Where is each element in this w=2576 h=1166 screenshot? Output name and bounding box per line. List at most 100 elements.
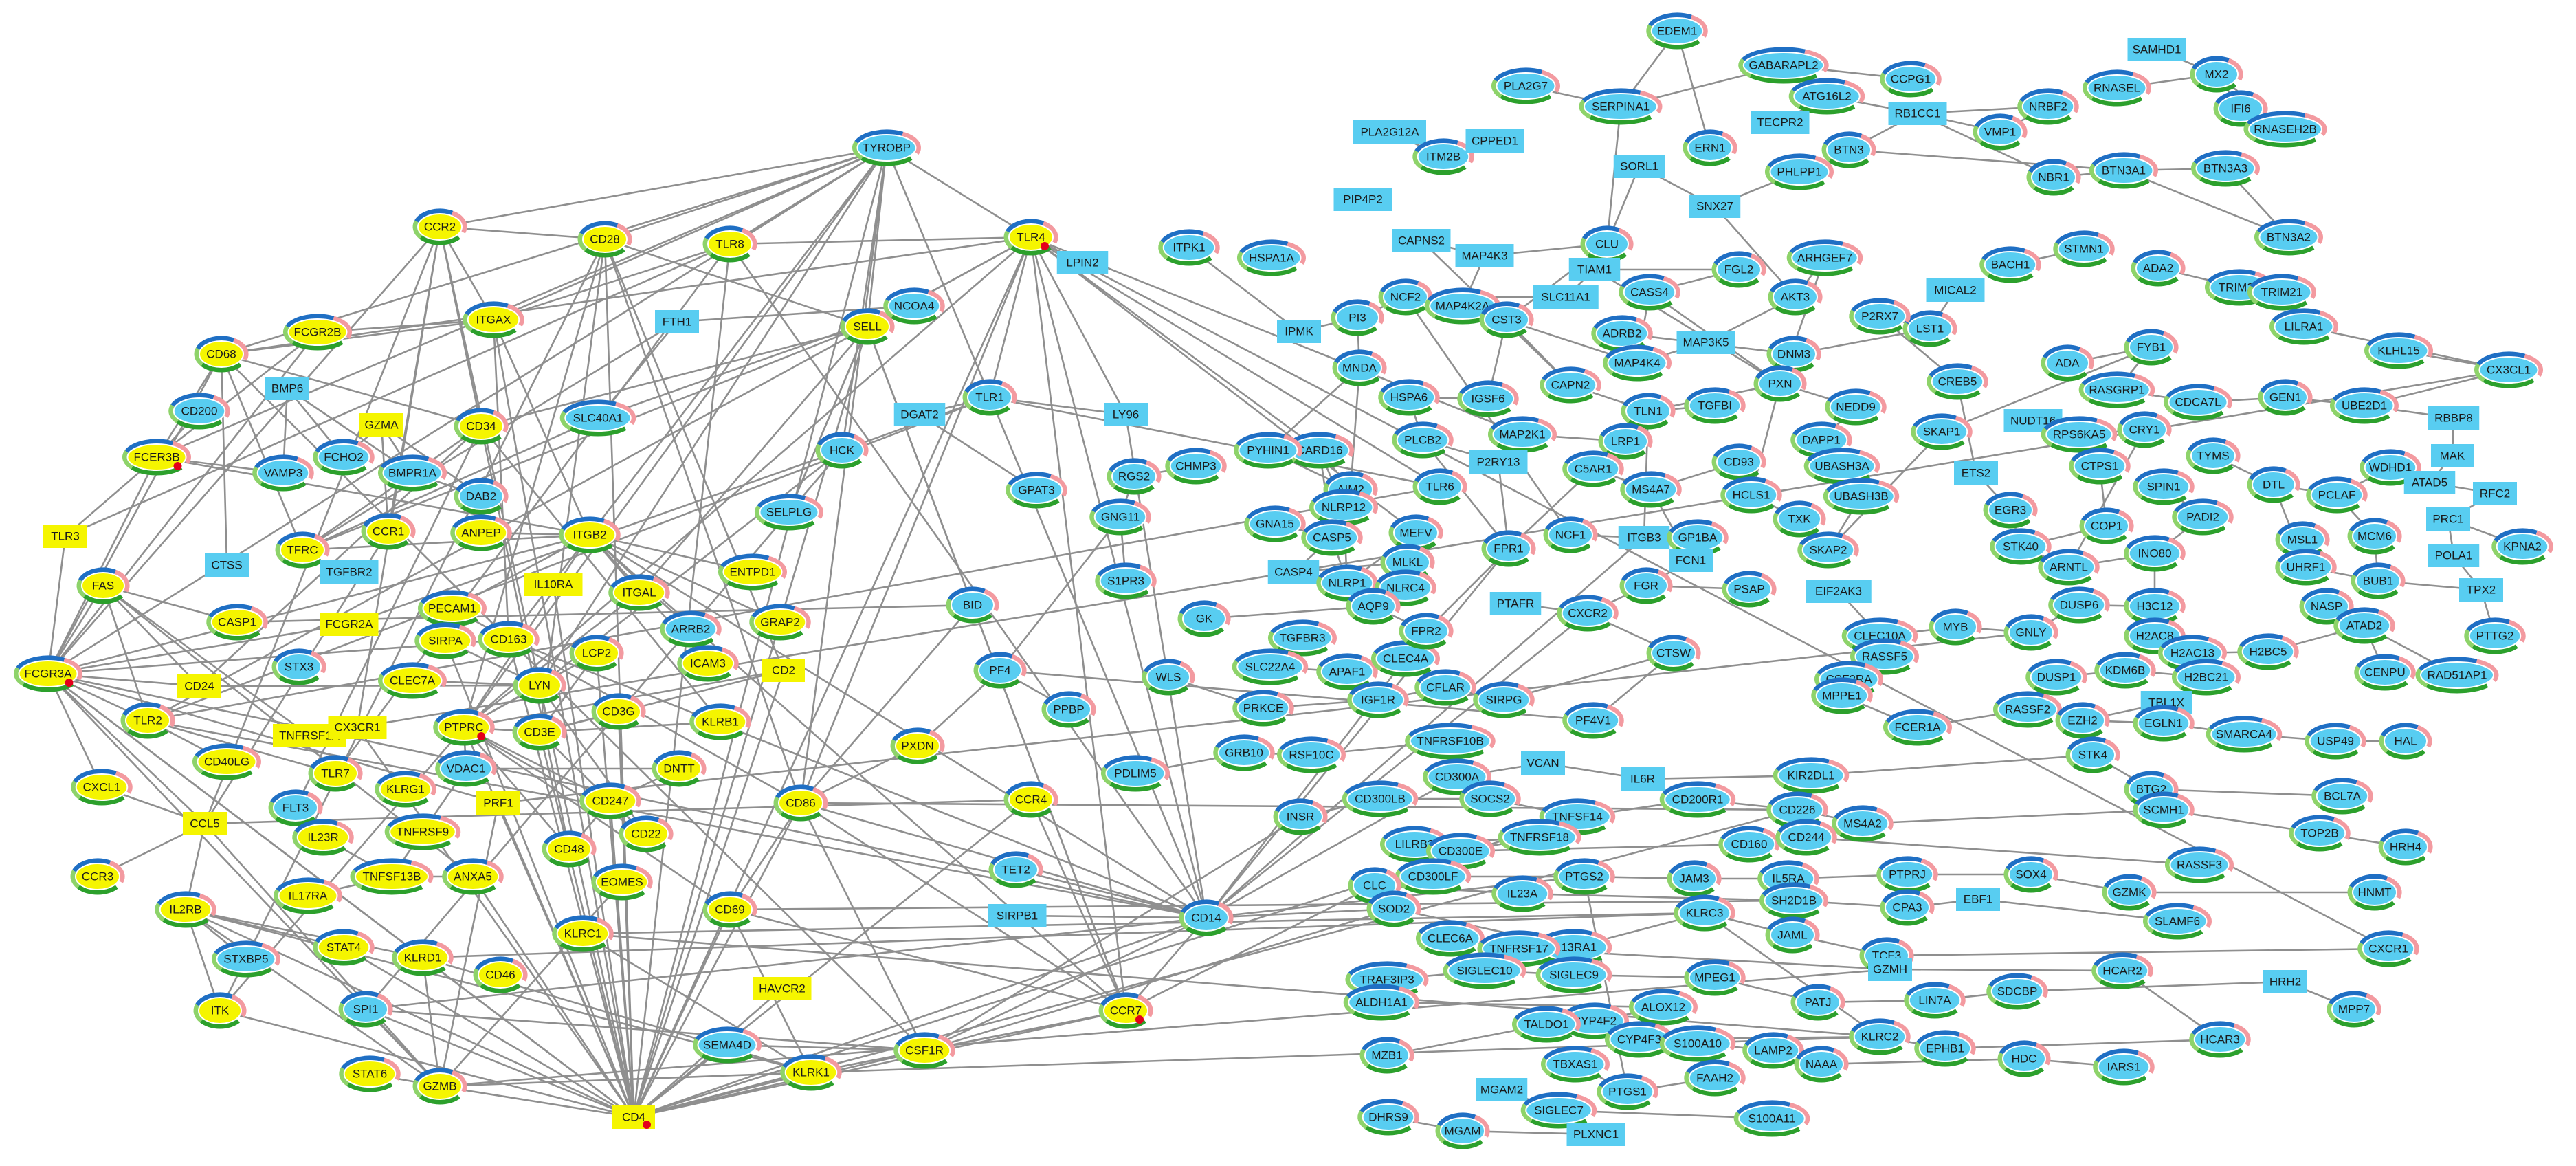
node-ezh2[interactable]: EZH2 xyxy=(2055,702,2110,739)
node-rfc2[interactable]: RFC2 xyxy=(2473,482,2517,505)
node-edem1[interactable]: EDEM1 xyxy=(1646,12,1708,50)
node-ubash3b[interactable]: UBASH3B xyxy=(1823,478,1900,515)
node-hspa1a[interactable]: HSPA1A xyxy=(1237,239,1306,276)
node-tnfrsf18[interactable]: TNFRSF18 xyxy=(1498,819,1581,856)
node-tln1[interactable]: TLN1 xyxy=(1621,393,1676,430)
node-p2rx7[interactable]: P2RX7 xyxy=(1849,298,1911,335)
node-hrh4[interactable]: HRH4 xyxy=(2378,828,2433,866)
node-bcl7a[interactable]: BCL7A xyxy=(2311,778,2373,815)
node-tlr7[interactable]: TLR7 xyxy=(308,755,363,792)
node-ms4a7[interactable]: MS4A7 xyxy=(1620,471,1682,508)
node-fcer3b[interactable]: FCER3B xyxy=(122,439,191,476)
node-lilra1[interactable]: LILRA1 xyxy=(2269,308,2338,345)
node-ccpg1[interactable]: CCPG1 xyxy=(1880,60,1942,98)
node-fcgr3a[interactable]: FCGR3A xyxy=(14,655,82,692)
node-skap2[interactable]: SKAP2 xyxy=(1797,531,1859,569)
node-ncf1[interactable]: NCF1 xyxy=(1543,516,1598,553)
node-cd28[interactable]: CD28 xyxy=(577,221,632,258)
node-h2bc5[interactable]: H2BC5 xyxy=(2237,633,2299,670)
node-igsf6[interactable]: IGSF6 xyxy=(1457,380,1519,417)
node-tlr3[interactable]: TLR3 xyxy=(43,525,87,548)
node-cd163[interactable]: CD163 xyxy=(478,621,540,658)
node-kir2dl1[interactable]: KIR2DL1 xyxy=(1773,757,1850,794)
node-map2k1[interactable]: MAP2K1 xyxy=(1488,416,1557,453)
node-ctss[interactable]: CTSS xyxy=(205,553,249,577)
node-cd48[interactable]: CD48 xyxy=(542,830,597,868)
node-tiam1[interactable]: TIAM1 xyxy=(1568,258,1621,281)
node-cd160[interactable]: CD160 xyxy=(1718,826,1780,863)
node-s100a11[interactable]: S100A11 xyxy=(1733,1100,1810,1137)
node-rasgrp1[interactable]: RASGRP1 xyxy=(2078,371,2155,408)
node-naaa[interactable]: NAAA xyxy=(1794,1046,1849,1083)
node-btn3[interactable]: BTN3 xyxy=(1821,131,1876,168)
node-arrb2[interactable]: ARRB2 xyxy=(660,610,722,648)
node-stmn1[interactable]: STMN1 xyxy=(2053,230,2115,267)
node-wdhd1[interactable]: WDHD1 xyxy=(2360,449,2421,486)
node-tlr1[interactable]: TLR1 xyxy=(962,379,1017,416)
node-hspa6[interactable]: HSPA6 xyxy=(1378,379,1440,416)
node-ptprj[interactable]: PTPRJ xyxy=(1876,856,1938,893)
node-eif2ak3[interactable]: EIF2AK3 xyxy=(1806,580,1872,603)
node-faah2[interactable]: FAAH2 xyxy=(1684,1059,1746,1097)
node-cyp4f3[interactable]: CYP4F3 xyxy=(1605,1021,1674,1058)
node-jaml[interactable]: JAML xyxy=(1765,916,1820,954)
node-myb[interactable]: MYB xyxy=(1929,608,1982,646)
node-cop1[interactable]: COP1 xyxy=(2079,507,2134,544)
node-hrh2[interactable]: HRH2 xyxy=(2263,970,2307,993)
node-cd22[interactable]: CD22 xyxy=(619,815,674,852)
node-lin7a[interactable]: LIN7A xyxy=(1904,982,1966,1019)
node-pxdn[interactable]: PXDN xyxy=(890,727,945,764)
node-gnly[interactable]: GNLY xyxy=(2003,614,2058,651)
node-gzma[interactable]: GZMA xyxy=(359,413,403,437)
node-mppe1[interactable]: MPPE1 xyxy=(1811,677,1873,714)
node-sema4d[interactable]: SEMA4D xyxy=(693,1026,762,1064)
node-ubash3a[interactable]: UBASH3A xyxy=(1803,448,1880,485)
node-capn2[interactable]: CAPN2 xyxy=(1540,366,1601,404)
node-cdca7l[interactable]: CDCA7L xyxy=(2164,384,2232,421)
node-csf1r[interactable]: CSF1R xyxy=(893,1032,955,1069)
node-patj[interactable]: PATJ xyxy=(1790,984,1845,1021)
node-mak[interactable]: MAK xyxy=(2431,444,2474,468)
node-spi1[interactable]: SPI1 xyxy=(338,991,393,1028)
node-atg16l2[interactable]: ATG16L2 xyxy=(1788,78,1865,115)
node-prf1[interactable]: PRF1 xyxy=(476,791,520,815)
node-cd68[interactable]: CD68 xyxy=(194,336,249,373)
node-cd3e[interactable]: CD3E xyxy=(512,714,567,751)
node-ada2[interactable]: ADA2 xyxy=(2131,250,2186,287)
node-dhrs9[interactable]: DHRS9 xyxy=(1357,1099,1419,1136)
node-rgs2[interactable]: RGS2 xyxy=(1107,458,1162,495)
node-fcho2[interactable]: FCHO2 xyxy=(313,439,375,476)
node-top2b[interactable]: TOP2B xyxy=(2289,815,2351,852)
node-ccr7[interactable]: CCR7 xyxy=(1098,992,1153,1029)
node-ifi6[interactable]: IFI6 xyxy=(2213,90,2268,127)
node-adrb2[interactable]: ADRB2 xyxy=(1591,315,1653,352)
node-tfrc[interactable]: TFRC xyxy=(275,531,330,569)
node-anpep[interactable]: ANPEP xyxy=(450,514,512,551)
node-btn3a2[interactable]: BTN3A2 xyxy=(2254,219,2323,256)
node-sod2[interactable]: SOD2 xyxy=(1366,890,1421,927)
node-hcls1[interactable]: HCLS1 xyxy=(1720,476,1782,514)
node-dnm3[interactable]: DNM3 xyxy=(1766,336,1821,373)
node-s1pr3[interactable]: S1PR3 xyxy=(1095,562,1157,600)
node-p2ry13[interactable]: P2RY13 xyxy=(1469,450,1528,474)
node-cpped1[interactable]: CPPED1 xyxy=(1465,129,1524,153)
node-vmp1[interactable]: VMP1 xyxy=(1973,113,2028,151)
node-h2bc21[interactable]: H2BC21 xyxy=(2172,659,2241,696)
node-taldo1[interactable]: TALDO1 xyxy=(1512,1006,1581,1043)
node-dusp1[interactable]: DUSP1 xyxy=(2025,659,2087,696)
node-il17ra[interactable]: IL17RA xyxy=(274,877,342,914)
node-tyms[interactable]: TYMS xyxy=(2186,437,2241,474)
node-tnfrsf10b[interactable]: TNFRSF10B xyxy=(1405,723,1496,760)
node-pttg2[interactable]: PTTG2 xyxy=(2464,617,2526,654)
node-sh2d1b[interactable]: SH2D1B xyxy=(1759,882,1828,919)
node-fpr2[interactable]: FPR2 xyxy=(1399,613,1454,650)
node-il10ra[interactable]: IL10RA xyxy=(524,573,583,596)
node-pxn[interactable]: PXN xyxy=(1753,365,1807,402)
node-ccl5[interactable]: CCL5 xyxy=(183,812,227,835)
node-kdm6b[interactable]: KDM6B xyxy=(2094,652,2156,689)
node-cry1[interactable]: CRY1 xyxy=(2117,411,2172,448)
node-icam3[interactable]: ICAM3 xyxy=(677,645,739,682)
node-ube2d1[interactable]: UBE2D1 xyxy=(2330,387,2399,424)
node-msl1[interactable]: MSL1 xyxy=(2275,521,2330,558)
node-entpd1[interactable]: ENTPD1 xyxy=(718,553,787,591)
